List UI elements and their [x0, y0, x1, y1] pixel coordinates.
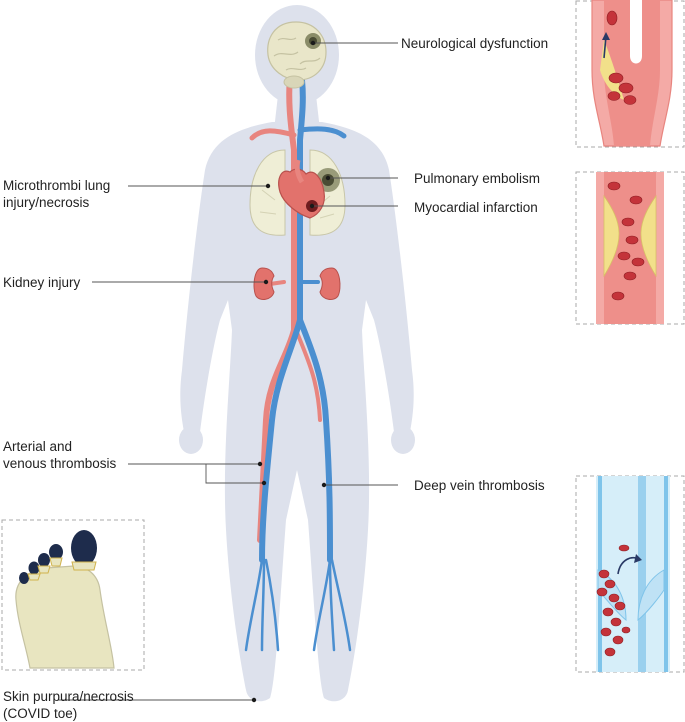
kidney-icon: [253, 267, 341, 300]
brain-icon: [267, 21, 327, 89]
label-kidney-injury: Kidney injury: [3, 275, 81, 290]
label-thrombosis-line2: venous thrombosis: [3, 456, 117, 471]
label-skin-purpura-line2: (COVID toe): [3, 706, 78, 721]
label-myocardial-infarction: Myocardial infarction: [414, 200, 538, 215]
label-deep-vein-thrombosis: Deep vein thrombosis: [414, 478, 545, 493]
arterial-clot-panel: [575, 0, 685, 148]
lungs-icon: [249, 149, 346, 236]
label-pulmonary-embolism: Pulmonary embolism: [414, 171, 541, 186]
label-thrombosis-line1: Arterial and: [3, 439, 73, 454]
artery-stenosis-panel: [575, 171, 685, 325]
vein-valve-panel: [575, 475, 685, 673]
leader-lines: [58, 42, 398, 701]
label-thrombosis: Arterial and venous thrombosis: [3, 438, 116, 472]
label-lung-injury: Microthrombi lung injury/necrosis: [3, 177, 110, 211]
body-silhouette: [179, 5, 415, 702]
veins: [244, 77, 352, 652]
label-neurological-dysfunction: Neurological dysfunction: [401, 36, 549, 51]
label-lung-injury-line2: injury/necrosis: [3, 195, 90, 210]
leader-dots: [251, 40, 331, 703]
label-skin-purpura: Skin purpura/necrosis (COVID toe): [3, 688, 134, 722]
label-skin-purpura-line1: Skin purpura/necrosis: [3, 689, 134, 704]
foot-icon: [1, 519, 145, 671]
label-lung-injury-line1: Microthrombi lung: [3, 178, 111, 193]
